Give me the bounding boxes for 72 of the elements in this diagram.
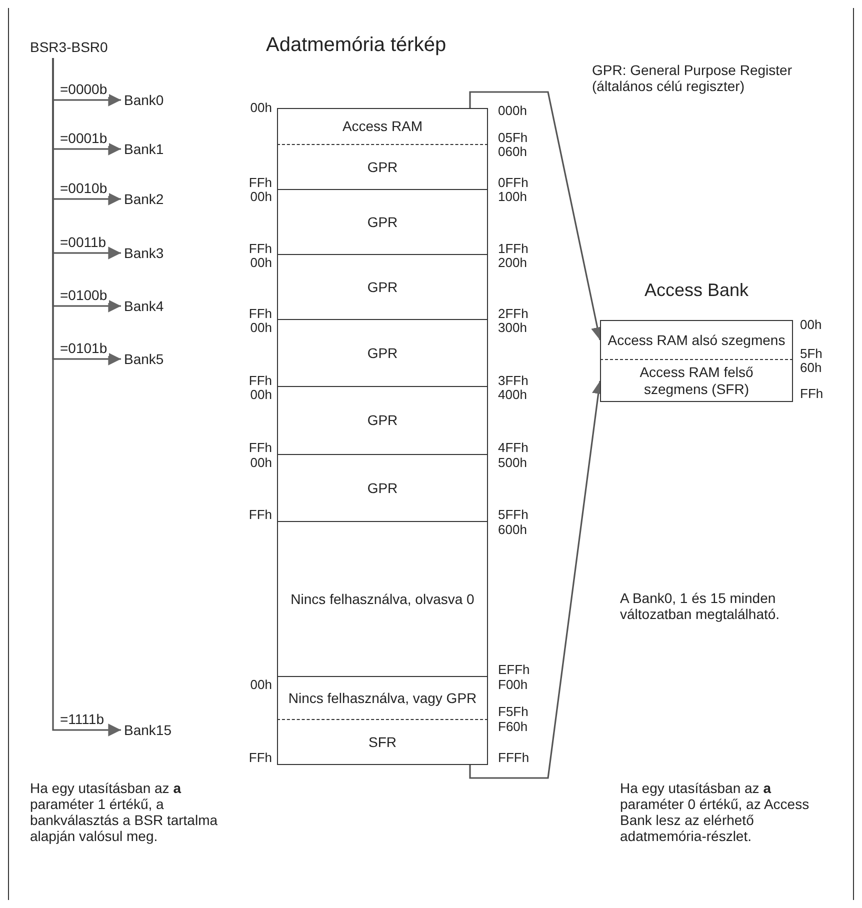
address-label: FFh — [248, 242, 272, 256]
definition-note: GPR: General Purpose Register (általános célú regiszter) — [592, 62, 793, 94]
address-label: 5FFh — [498, 508, 528, 522]
bank-label: Bank4 — [124, 297, 194, 315]
address-label: 400h — [498, 388, 527, 402]
address-label: 00h — [249, 321, 272, 335]
edge-label: =0011b — [58, 234, 108, 250]
bank-label: Bank15 — [124, 721, 194, 739]
note-text: A Bank0, 1 és 15 minden változatban megtalálható. — [620, 590, 781, 622]
address-label: 4FFh — [498, 441, 528, 455]
address-label: F60h — [498, 720, 528, 734]
address-label: 000h — [498, 104, 527, 118]
edge-label: =0100b — [58, 287, 110, 303]
bank-label: Bank5 — [124, 350, 194, 368]
memory-segment: Access RAM — [277, 108, 488, 145]
bank-label: Bank3 — [124, 244, 194, 262]
diagram-title: Adatmemória térkép — [266, 34, 446, 57]
address-label: 00h — [249, 678, 272, 692]
edge-label: =0001b — [58, 130, 110, 146]
address-label: 200h — [498, 256, 527, 270]
address-label: 060h — [498, 145, 527, 159]
memory-segment: GPR — [277, 255, 488, 320]
memory-segment: SFR — [277, 720, 488, 765]
footnote-text: Ha egy utasításban az a paraméter 0 értékű, az Access Bank lesz az elérhető adatmemória-részlet. — [620, 780, 810, 844]
address-label: FFh — [248, 751, 272, 765]
footnote-text: Ha egy utasításban az a paraméter 1 értékű, a bankválasztás a BSR tartalma alapján valósul meg. — [30, 780, 219, 844]
address-label: FFh — [800, 387, 824, 401]
address-label: 5Fh — [800, 347, 822, 361]
address-label: FFh — [248, 307, 272, 321]
edge-label: =1111b — [58, 711, 106, 727]
address-label: 60h — [800, 361, 822, 375]
address-label: 00h — [249, 190, 272, 204]
address-label: FFh — [248, 176, 272, 190]
address-label: 00h — [249, 101, 272, 115]
address-label: 600h — [498, 523, 527, 537]
edge-label: =0010b — [58, 180, 110, 196]
address-label: EFFh — [498, 663, 530, 677]
edge-label: =0000b — [58, 81, 110, 97]
memory-segment: GPR — [277, 455, 488, 522]
memory-segment: Access RAM alsó szegmens — [600, 320, 793, 360]
address-label: 1FFh — [498, 242, 528, 256]
memory-segment: GPR — [277, 145, 488, 190]
edge-label: =0101b — [58, 340, 110, 356]
address-label: FFh — [248, 374, 272, 388]
address-label: 00h — [249, 388, 272, 402]
address-label: 300h — [498, 321, 527, 335]
address-label: 0FFh — [498, 176, 528, 190]
memory-segment: Nincs felhasználva, olvasva 0 — [277, 522, 488, 677]
address-label: FFh — [248, 508, 272, 522]
address-label: FFh — [248, 441, 272, 455]
address-label: 00h — [249, 456, 272, 470]
memory-segment: GPR — [277, 387, 488, 455]
address-label: 00h — [249, 256, 272, 270]
block-heading: Access Bank — [643, 280, 750, 301]
address-label: 100h — [498, 190, 527, 204]
memory-segment: Access RAM felső szegmens (SFR) — [600, 360, 793, 402]
address-label: F5Fh — [498, 705, 528, 719]
memory-segment: GPR — [277, 190, 488, 255]
memory-segment: GPR — [277, 320, 488, 387]
address-label: F00h — [498, 678, 528, 692]
address-label: 05Fh — [498, 131, 528, 145]
address-label: 2FFh — [498, 307, 528, 321]
bank-label: Bank0 — [124, 91, 194, 109]
address-label: FFFh — [498, 751, 530, 765]
address-label: 00h — [800, 318, 822, 332]
memory-segment: Nincs felhasználva, vagy GPR — [277, 677, 488, 720]
bank-label: Bank1 — [124, 140, 194, 158]
address-label: 500h — [498, 456, 527, 470]
address-label: 3FFh — [498, 374, 528, 388]
bank-label: Bank2 — [124, 190, 194, 208]
register-label: BSR3-BSR0 — [30, 38, 130, 56]
arrow — [52, 58, 121, 736]
